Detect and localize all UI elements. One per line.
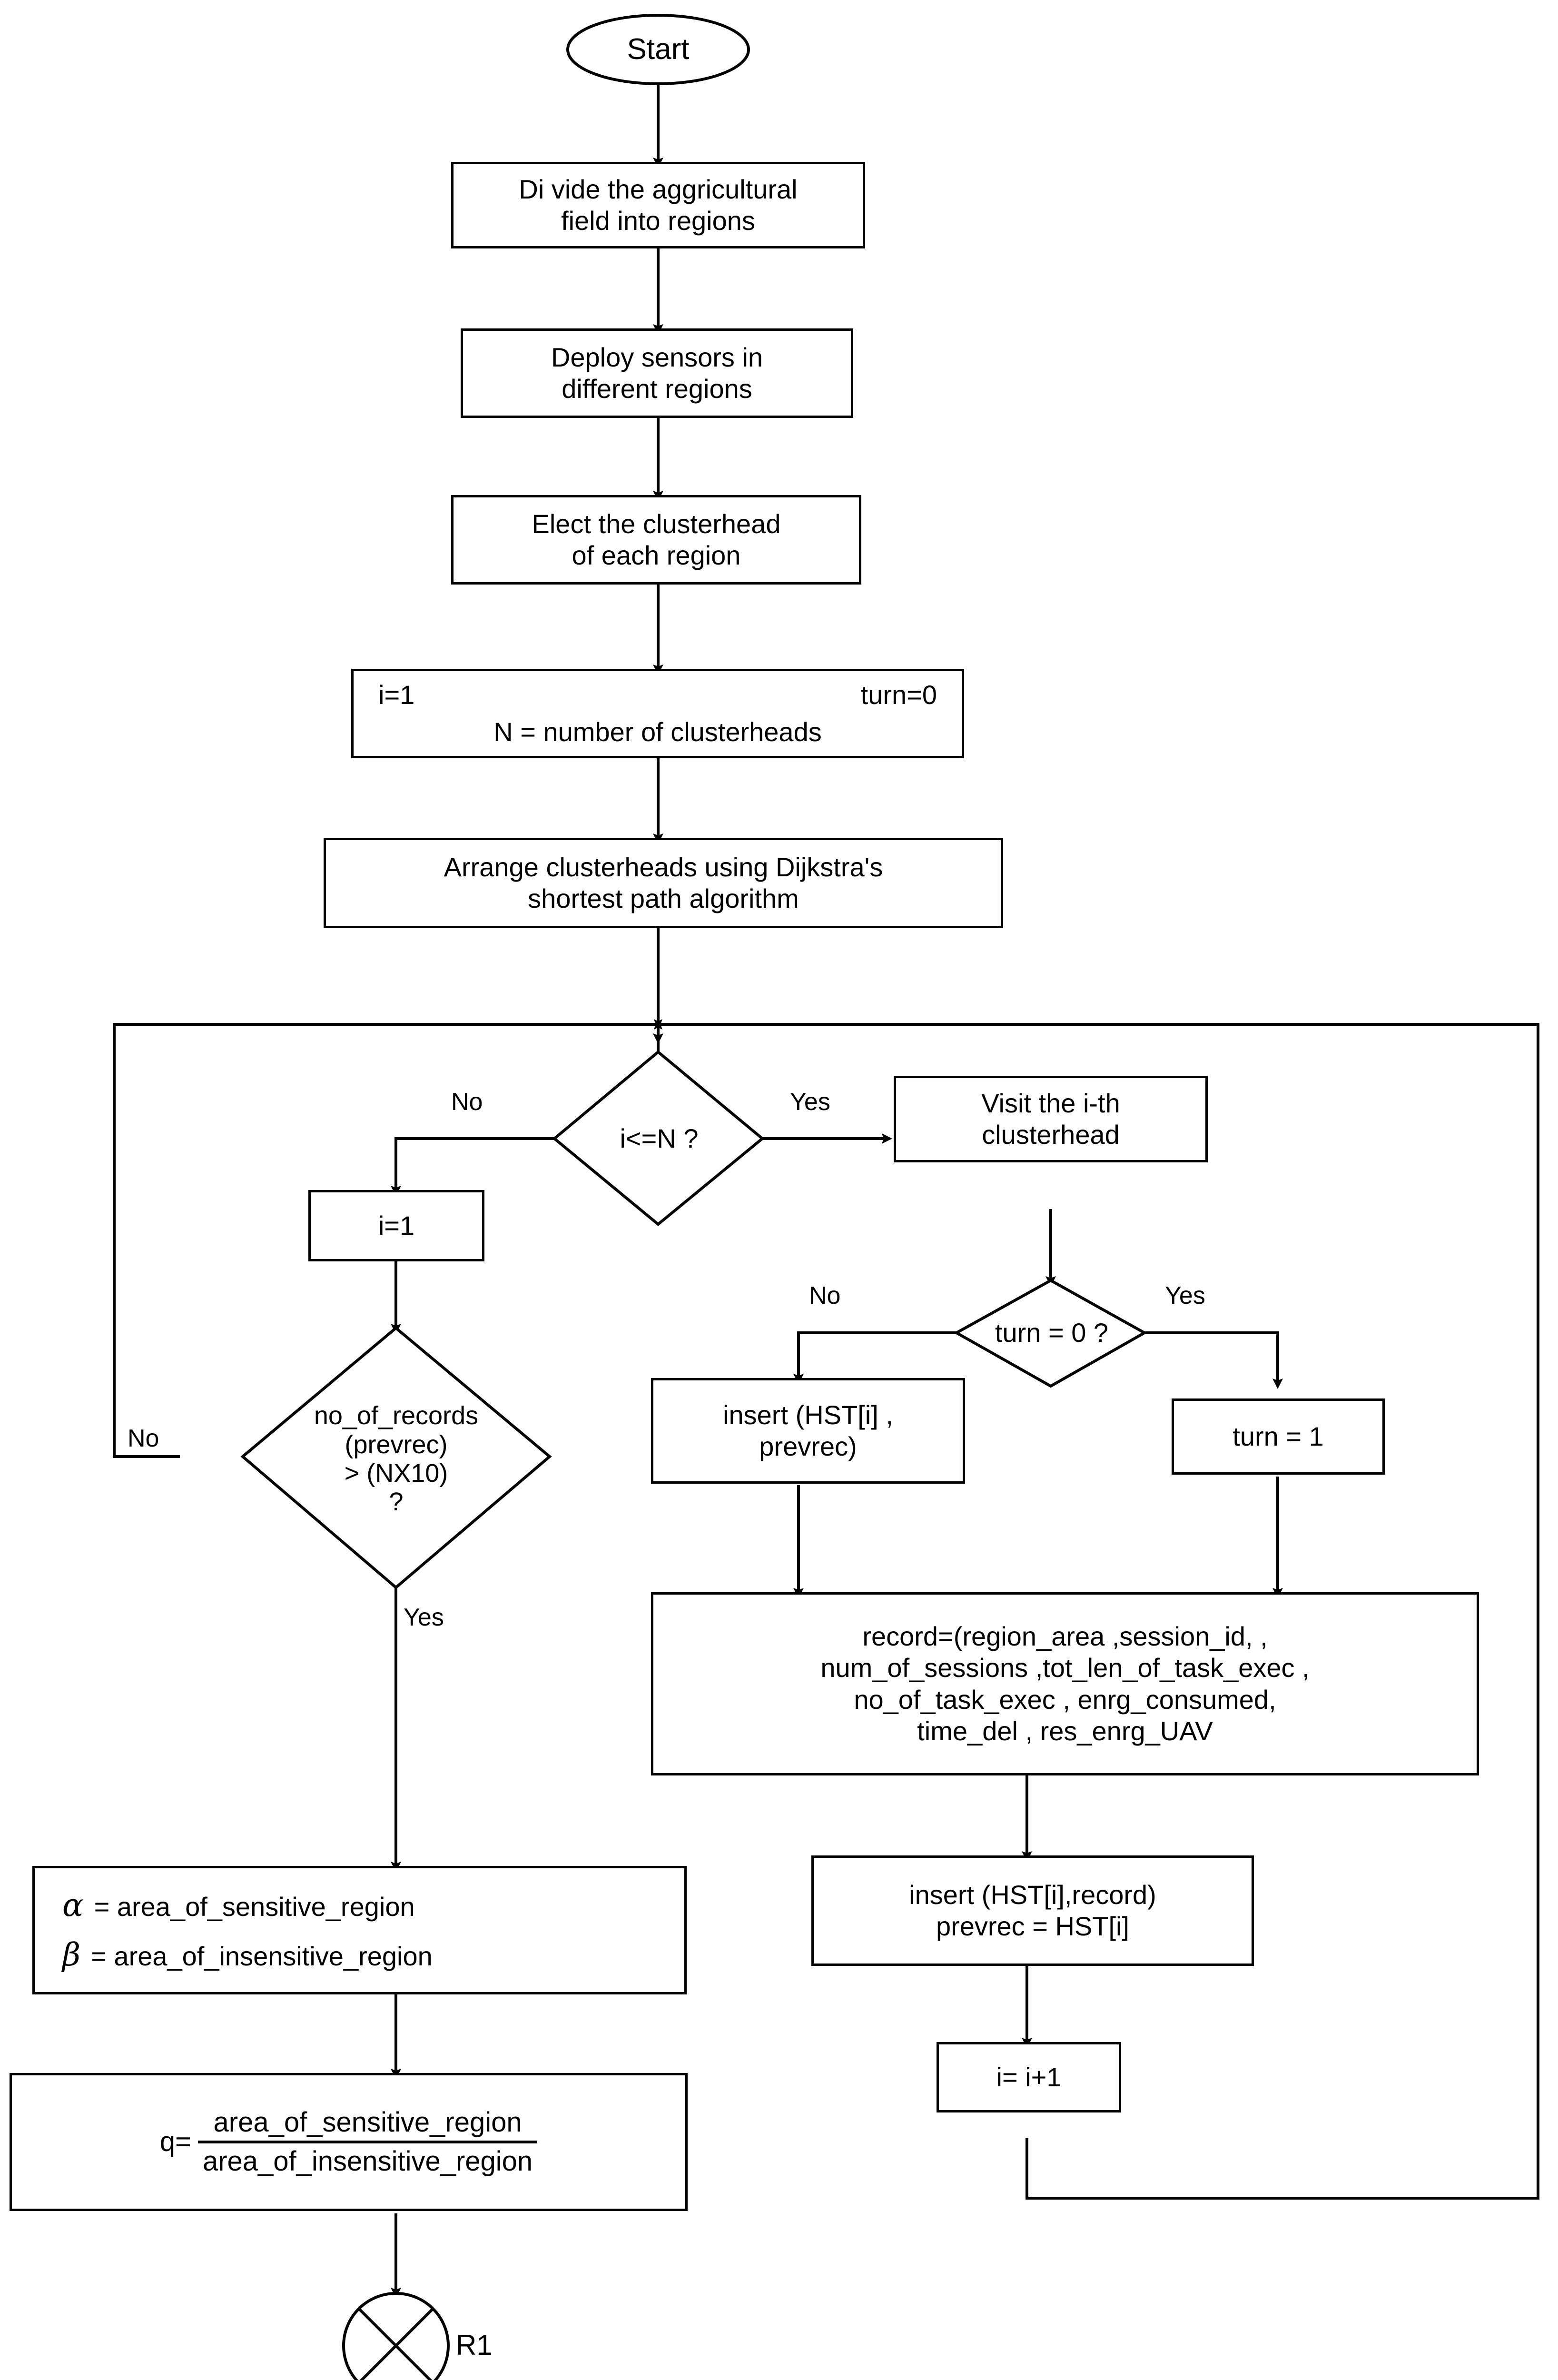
cond-turn-0-label: turn = 0 ?	[995, 1317, 1109, 1348]
node-divide-field[interactable]: Di vide the aggricultural field into reg…	[451, 162, 865, 248]
edge-label-turn0-yes: Yes	[1165, 1282, 1205, 1309]
edge-label-turn0-no: No	[809, 1282, 841, 1309]
node-cond-i-le-n[interactable]: i<=N ?	[562, 1114, 757, 1164]
edge-label-i-le-n-no: No	[451, 1088, 483, 1116]
fraction-bar	[197, 2141, 538, 2143]
divide-field-label: Di vide the aggricultural field into reg…	[519, 174, 798, 236]
init-vars-turn: turn=0	[860, 679, 937, 710]
node-record-assign[interactable]: record=(region_area ,session_id, , num_o…	[651, 1592, 1479, 1775]
start-label: Start	[627, 33, 690, 66]
node-cond-records[interactable]: no_of_records (prevrec) > (NX10) ?	[266, 1383, 526, 1535]
node-q-ratio[interactable]: q= area_of_sensitive_region area_of_inse…	[10, 2073, 688, 2211]
alpha-symbol: α	[62, 1887, 84, 1924]
edge-label-i-le-n-yes: Yes	[790, 1088, 830, 1116]
q-ratio-lhs: q=	[159, 2126, 191, 2157]
node-init-vars[interactable]: i=1 turn=0 N = number of clusterheads	[351, 669, 964, 758]
q-ratio-numerator: area_of_sensitive_region	[213, 2106, 522, 2138]
beta-symbol: β	[62, 1936, 81, 1973]
set-turn-1-label: turn = 1	[1233, 1421, 1324, 1451]
node-visit-clusterhead[interactable]: Visit the i-th clusterhead	[894, 1076, 1208, 1162]
elect-clusterhead-label: Elect the clusterhead of each region	[532, 508, 781, 570]
node-arrange-dijkstra[interactable]: Arrange clusterheads using Dijkstra's sh…	[324, 838, 1003, 928]
edge-label-records-yes: Yes	[404, 1604, 444, 1631]
visit-clusterhead-label: Visit the i-th clusterhead	[981, 1088, 1120, 1150]
alpha-text: = area_of_sensitive_region	[94, 1892, 415, 1922]
connector-r1-label: R1	[456, 2329, 493, 2361]
node-elect-clusterhead[interactable]: Elect the clusterhead of each region	[451, 495, 861, 585]
node-increment-i[interactable]: i= i+1	[937, 2042, 1121, 2112]
beta-text: = area_of_insensitive_region	[91, 1941, 433, 1971]
deploy-sensors-label: Deploy sensors in different regions	[551, 342, 763, 404]
increment-i-label: i= i+1	[996, 2062, 1062, 2092]
insert-record-label: insert (HST[i],record) prevrec = HST[i]	[909, 1879, 1156, 1941]
node-set-i-1[interactable]: i=1	[308, 1190, 484, 1261]
edge-label-records-no: No	[128, 1425, 159, 1452]
insert-prevrec-label: insert (HST[i] , prevrec)	[723, 1399, 893, 1461]
cond-records-label: no_of_records (prevrec) > (NX10) ?	[314, 1401, 479, 1517]
node-deploy-sensors[interactable]: Deploy sensors in different regions	[461, 328, 853, 418]
init-vars-i: i=1	[378, 679, 415, 710]
node-insert-record[interactable]: insert (HST[i],record) prevrec = HST[i]	[811, 1855, 1254, 1966]
node-alpha-beta[interactable]: α = area_of_sensitive_region β = area_of…	[32, 1866, 687, 1994]
set-i-1-label: i=1	[378, 1210, 415, 1240]
node-cond-turn-0[interactable]: turn = 0 ?	[947, 1310, 1156, 1356]
q-ratio-denominator: area_of_insensitive_region	[202, 2146, 533, 2177]
init-vars-n: N = number of clusterheads	[493, 717, 822, 747]
cond-i-le-n-label: i<=N ?	[620, 1123, 699, 1154]
node-start[interactable]: Start	[568, 15, 749, 84]
node-insert-prevrec[interactable]: insert (HST[i] , prevrec)	[651, 1378, 965, 1484]
record-assign-label: record=(region_area ,session_id, , num_o…	[820, 1621, 1310, 1746]
node-set-turn-1[interactable]: turn = 1	[1172, 1398, 1385, 1475]
arrange-dijkstra-label: Arrange clusterheads using Dijkstra's sh…	[444, 852, 883, 913]
